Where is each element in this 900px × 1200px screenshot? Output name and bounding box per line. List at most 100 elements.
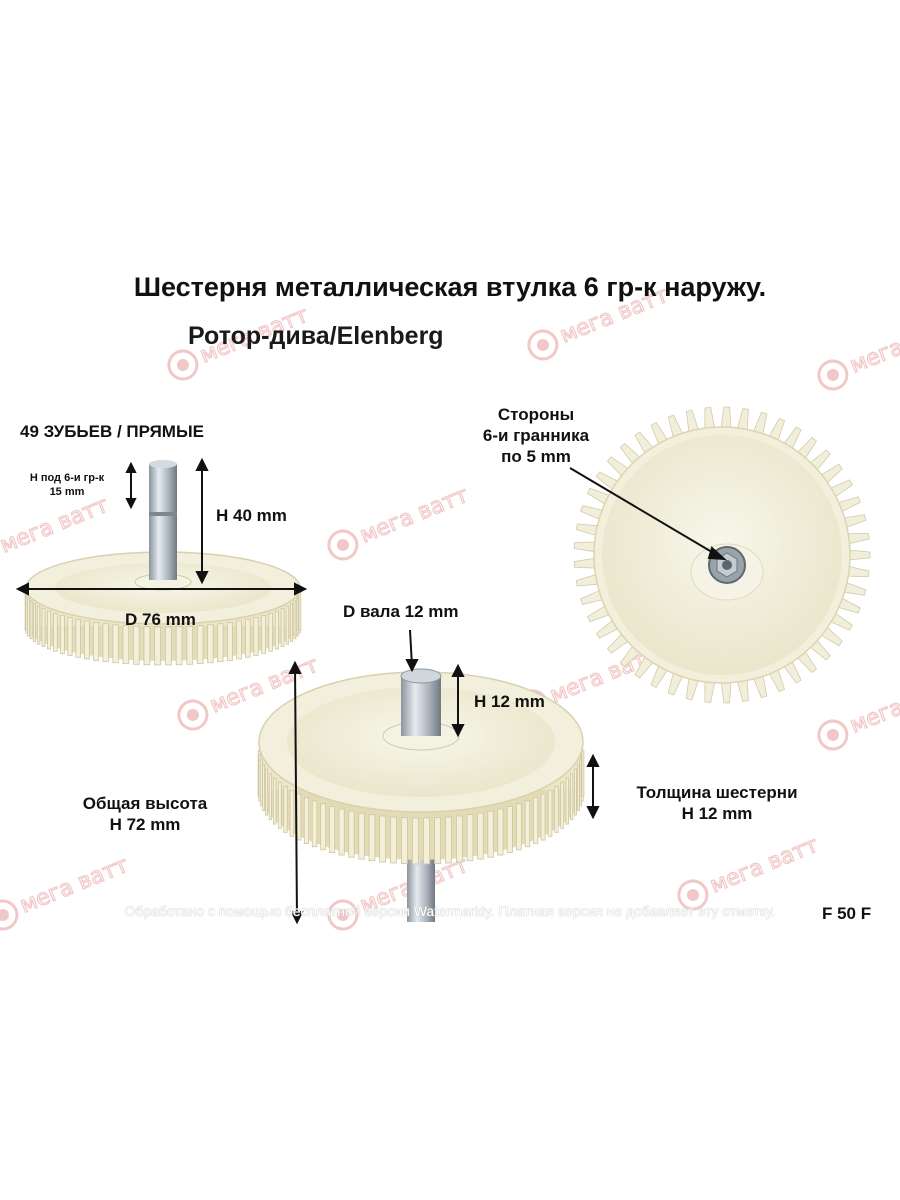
gear-tooth	[259, 759, 263, 807]
gear-tooth	[226, 622, 233, 661]
gear-tooth	[102, 623, 109, 663]
total-height-line2: H 72 mm	[109, 815, 181, 834]
gear-thickness-label: Толщина шестерни H 12 mm	[612, 782, 822, 824]
gear-side-teeth	[24, 592, 302, 666]
gear-tooth	[303, 797, 310, 844]
gear-tooth	[560, 781, 565, 829]
gear-tooth	[401, 817, 408, 865]
shaft-diameter-label: D вала 12 mm	[343, 602, 459, 621]
diameter-label: D 76 mm	[125, 610, 196, 629]
gear-tooth	[574, 768, 577, 816]
gear-tooth	[262, 764, 266, 811]
svg-text:мега ватт: мега ватт	[847, 313, 900, 379]
watermark-logo: мега ватт	[327, 852, 473, 931]
hex-height-label-line2: 15 mm	[49, 486, 85, 498]
gear-tooth	[268, 773, 272, 821]
gear-tooth	[53, 612, 58, 652]
gear-thickness-line2: H 12 mm	[681, 804, 753, 823]
gear-tooth	[280, 608, 285, 647]
gear-tooth	[506, 806, 513, 853]
page-title: Шестерня металлическая втулка 6 гр-к нар…	[133, 272, 767, 302]
watermark-logo: мега ватт	[327, 482, 473, 561]
gear-thickness-line1: Толщина шестерни	[636, 783, 798, 802]
hex-height-label: Н под 6-и гр-к 15 mm	[14, 471, 120, 499]
gear-tooth	[466, 814, 474, 862]
gear-tooth	[581, 749, 585, 797]
gear-tooth	[412, 817, 419, 865]
gear-tooth	[338, 808, 345, 856]
gear-tooth	[84, 620, 90, 660]
watermark-text: Обработано с помощью бесплатной версии W…	[124, 903, 776, 919]
watermark-logo: мега ватт	[817, 312, 900, 391]
svg-text:мега ватт: мега ватт	[707, 833, 822, 899]
gear-tooth	[29, 600, 33, 640]
dimension-lines	[15, 457, 727, 925]
hex-sides-line1: Стороны	[497, 405, 575, 424]
gear-face-view	[573, 406, 871, 704]
svg-text:мега ватт: мега ватт	[0, 493, 112, 559]
gear-tooth	[576, 764, 580, 811]
gear-tooth	[445, 816, 452, 864]
gear-tooth	[217, 623, 224, 663]
gear-tooth	[59, 615, 65, 654]
gear-tooth	[196, 625, 204, 665]
gear-tooth	[277, 781, 282, 829]
gear-tooth	[348, 810, 355, 858]
gear-tooth	[285, 605, 290, 645]
gear-tooth	[245, 618, 251, 658]
gear-tooth	[477, 812, 484, 860]
gear-tooth	[186, 625, 194, 665]
gear-tooth	[274, 610, 279, 650]
hex-sides-label: Стороны 6-и гранника по 5 mm	[456, 404, 616, 467]
height-40-label: H 40 mm	[216, 506, 287, 525]
svg-text:мега ватт: мега ватт	[357, 483, 472, 549]
gear-tooth	[497, 808, 504, 856]
gear-tooth	[320, 803, 326, 851]
gear-tooth	[236, 620, 242, 660]
gear-tooth	[265, 768, 268, 816]
total-height-label: Общая высота H 72 mm	[60, 793, 230, 835]
gear-tooth	[207, 624, 214, 664]
gear-tooth	[36, 605, 41, 645]
teeth-count-label: 49 ЗУБЬЕВ / ПРЯМЫЕ	[20, 422, 204, 441]
gear-tooth	[143, 626, 151, 666]
gear-tooth	[293, 600, 297, 640]
hex-height-label-line1: Н под 6-и гр-к	[29, 472, 105, 484]
gear-tooth	[547, 789, 553, 837]
gear-tooth	[368, 814, 376, 862]
gear-tooth	[434, 817, 441, 865]
gear-tooth	[112, 624, 119, 664]
gear-tooth	[93, 622, 100, 661]
shaft-height-label: H 12 mm	[474, 692, 545, 711]
watermark-logo: мега ватт	[677, 832, 823, 911]
gear-tooth	[565, 777, 570, 825]
watermark-logo: мега ватт	[817, 672, 900, 751]
metal-shaft	[149, 464, 177, 580]
gear-tooth	[516, 803, 522, 851]
gear-tooth	[47, 610, 52, 650]
gear-tooth	[524, 800, 531, 848]
gear-tooth	[165, 626, 172, 666]
gear-tooth	[423, 817, 430, 865]
gear-tooth	[290, 603, 293, 642]
gear-tooth	[132, 625, 140, 665]
gear-tooth	[67, 617, 73, 656]
gear-tooth	[154, 626, 161, 666]
gear-tooth	[379, 815, 387, 863]
gear-tooth	[329, 806, 336, 853]
gear-tooth	[570, 773, 574, 821]
gear-tooth	[27, 597, 31, 637]
gear-angled-teeth	[257, 749, 585, 865]
gear-tooth	[75, 618, 81, 658]
gear-tooth	[175, 626, 183, 666]
gear-tooth	[272, 777, 277, 825]
gear-tooth	[261, 615, 267, 654]
gear-tooth	[298, 592, 302, 631]
gear-tooth	[253, 617, 259, 656]
gear-tooth	[487, 810, 494, 858]
gear-tooth	[33, 603, 36, 642]
watermark-logo: мега ватт	[0, 852, 133, 931]
hex-sides-line3: по 5 mm	[501, 447, 571, 466]
gear-tooth	[41, 608, 46, 647]
